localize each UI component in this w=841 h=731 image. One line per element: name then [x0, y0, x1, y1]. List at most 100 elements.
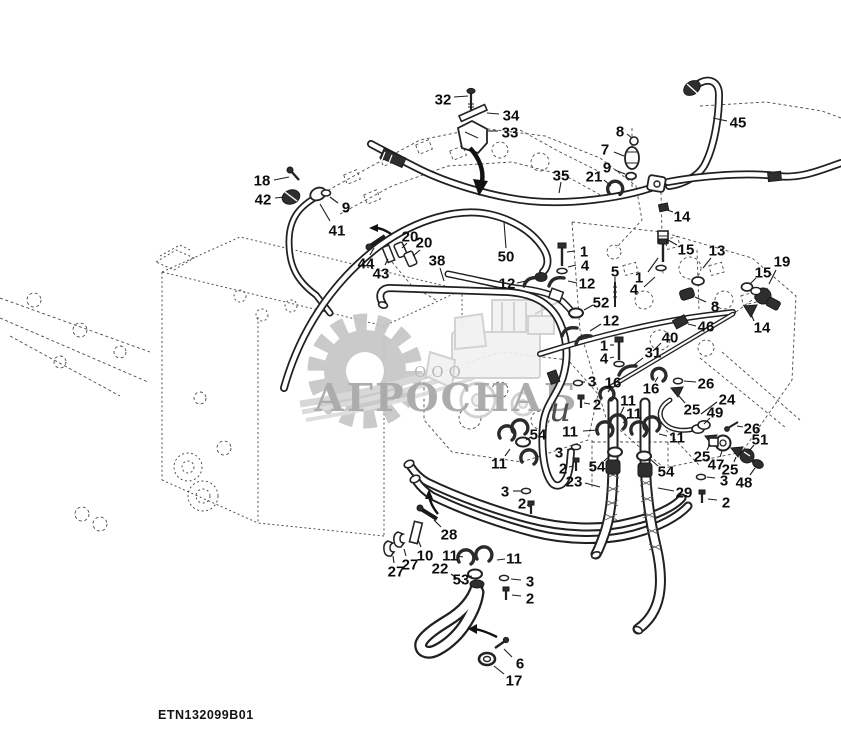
bolt-6 [494, 636, 510, 649]
callout-15-32: 15 [755, 265, 772, 282]
leader-line-17-81 [493, 665, 505, 675]
pin-44 [365, 234, 387, 251]
callout-11-53: 11 [669, 430, 685, 447]
leader-line-23-56 [584, 482, 601, 488]
ring-26a [672, 377, 684, 385]
plug-7 [624, 146, 640, 170]
callout-12-22: 12 [579, 276, 596, 293]
engine-outline-dashed [0, 101, 841, 532]
collar-22 [469, 579, 485, 589]
leader-line-8-33 [694, 296, 707, 303]
leader-line-8-4 [626, 133, 633, 139]
leader-line-43-16 [384, 258, 389, 266]
callout-47-69: 47 [708, 457, 725, 474]
clamp-16a [598, 385, 616, 402]
ring-9 [625, 171, 637, 181]
callout-9-11: 9 [342, 200, 350, 217]
callout-2-63: 2 [518, 496, 526, 513]
callout-17-81: 17 [506, 673, 523, 690]
callout-51-49: 51 [752, 432, 769, 449]
callout-25-70: 25 [722, 462, 739, 479]
leader-line-26-48 [736, 425, 744, 428]
callout-4-39: 4 [600, 351, 609, 368]
leader-line-11-60 [504, 448, 511, 457]
callout-11-50: 11 [620, 393, 636, 410]
leader-line-34-1 [486, 112, 500, 115]
direction-arrows [369, 146, 498, 639]
ring-15r [691, 276, 705, 286]
leader-line-35-8 [558, 181, 562, 194]
clip-27b [383, 540, 396, 557]
leader-line-24-45 [700, 401, 718, 415]
leader-line-4-25 [643, 276, 656, 288]
callout-34-1: 34 [503, 108, 520, 125]
callout-27-75: 27 [388, 564, 405, 581]
callout-11-51: 11 [626, 406, 642, 423]
leader-line-31-37 [633, 357, 644, 366]
elbow-47 [708, 434, 732, 452]
leader-line-11-78 [456, 555, 464, 558]
callout-16-42: 16 [605, 375, 622, 392]
ring-8 [629, 136, 639, 146]
callout-3-40: 3 [588, 374, 596, 391]
washer-screw-sets [498, 379, 707, 600]
leader-line-54-54 [603, 454, 612, 462]
leader-line-10-73 [417, 539, 422, 548]
callout-38-17: 38 [429, 253, 446, 270]
callout-4-20: 4 [581, 258, 590, 275]
leader-line-4-39 [609, 356, 615, 359]
ring-54a [607, 446, 623, 458]
leader-line-52-26 [583, 304, 594, 311]
leader-line-12-22 [567, 280, 578, 284]
part-number: ETN132099B01 [158, 708, 254, 722]
watermark: ООО АГРОСНАБ [299, 299, 576, 429]
callout-35-8: 35 [553, 168, 570, 185]
leader-line-22-76 [450, 573, 463, 583]
callout-26-48: 26 [744, 421, 761, 438]
callout-11-60: 11 [491, 456, 507, 473]
cone-25c [730, 446, 744, 458]
leader-line-1-24 [647, 257, 659, 273]
callout-29-57: 29 [676, 485, 693, 502]
union-J [546, 369, 561, 385]
leader-line-7-5 [613, 151, 625, 157]
callout-6-80: 6 [516, 656, 524, 673]
plug-48 [752, 459, 764, 469]
ring-52 [568, 307, 584, 319]
leader-line-44-15 [369, 247, 375, 256]
leader-line-40-36 [652, 342, 662, 352]
clamp-17 [477, 651, 497, 667]
callout-11-52: 11 [562, 424, 578, 441]
bolt-1a [556, 242, 568, 275]
leader-line-11-79 [496, 558, 506, 561]
leader-line-15-32 [749, 277, 757, 285]
callout-41-12: 41 [329, 223, 346, 240]
callout-10-73: 10 [417, 548, 434, 565]
leader-line-26-44 [683, 380, 697, 383]
plug-8r [679, 287, 695, 301]
elbow-12d [574, 333, 593, 346]
callout-49-47: 49 [707, 405, 724, 422]
clip-43 [381, 244, 396, 264]
bolt-26b [724, 421, 739, 432]
callout-12-21: 12 [499, 276, 516, 293]
leader-line-54-61 [525, 436, 532, 441]
callout-3-58: 3 [555, 445, 563, 462]
leader-line-9-6 [614, 169, 626, 175]
callout-14-28: 14 [674, 209, 691, 226]
leader-line-53-77 [467, 575, 473, 578]
pin-28 [416, 504, 439, 521]
bolt-1b [655, 238, 668, 272]
leader-line-9-11 [329, 196, 339, 204]
callout-11-78: 11 [442, 548, 458, 565]
screw-32 [466, 87, 476, 110]
leader-line-12-21 [516, 280, 527, 284]
callout-2-67: 2 [722, 495, 730, 512]
callout-12-27: 12 [603, 313, 620, 330]
leader-line-25-68 [706, 443, 711, 451]
leader-line-54-55 [649, 458, 659, 467]
callout-52-26: 52 [593, 295, 610, 312]
stud-5 [613, 282, 617, 307]
leader-line-15-29 [667, 239, 678, 246]
